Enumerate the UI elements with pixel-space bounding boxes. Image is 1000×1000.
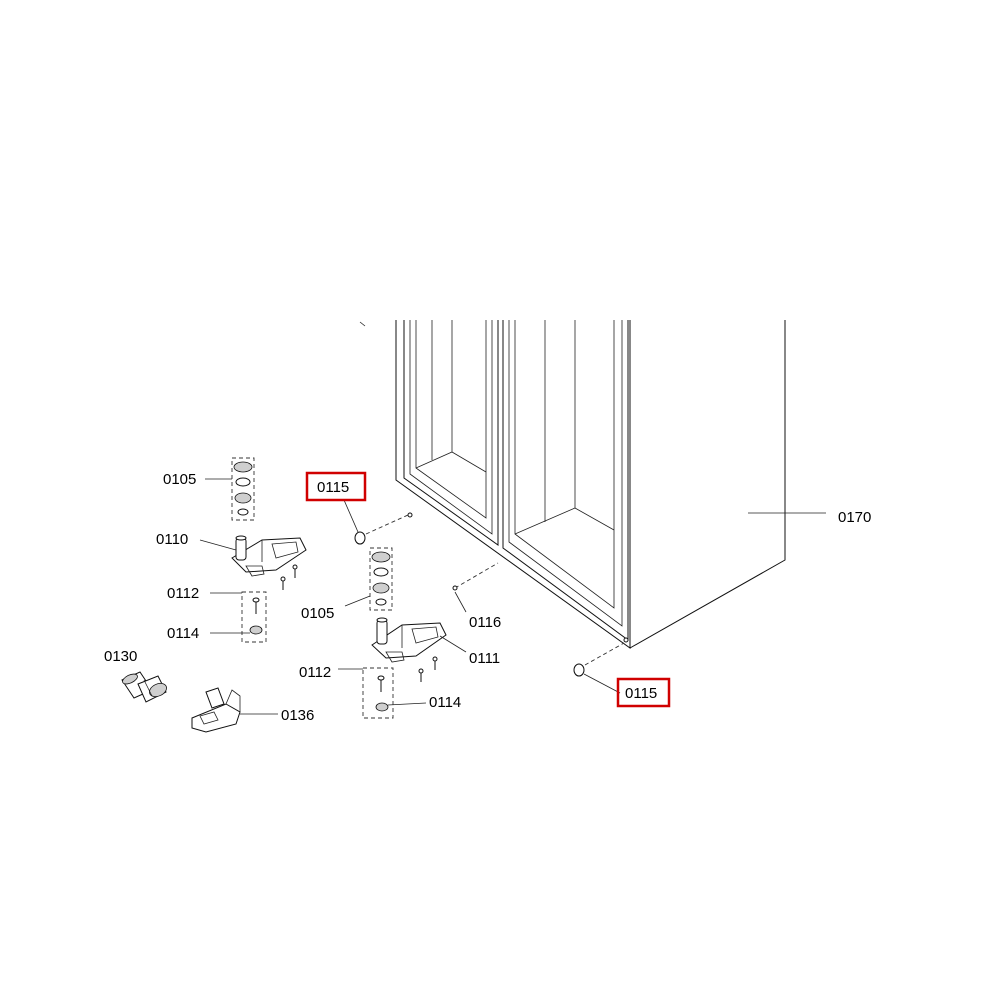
label-0110: 0110 (156, 531, 188, 548)
label-0105-middle: 0105 (301, 605, 334, 622)
label-0136: 0136 (281, 707, 314, 724)
label-0115-right: 0115 (625, 685, 657, 702)
label-0114-middle: 0114 (429, 694, 461, 711)
highlight-box-0115-left (305, 471, 367, 502)
label-0115-left: 0115 (317, 479, 349, 496)
middle-hinge-assembly (338, 547, 467, 719)
label-0116: 0116 (469, 614, 501, 631)
bracket-0136 (191, 687, 278, 733)
cap-0115-right (573, 642, 625, 694)
label-0112-middle: 0112 (299, 664, 331, 681)
left-hinge-assembly (199, 457, 307, 643)
coupling-0130 (121, 671, 167, 703)
label-0105-left: 0105 (163, 471, 196, 488)
refrigerator-cabinet (359, 320, 826, 649)
cap-0115-left (343, 499, 409, 545)
label-0112-left: 0112 (167, 585, 199, 602)
label-0130: 0130 (104, 648, 137, 665)
label-0114-left: 0114 (167, 625, 199, 642)
label-0111: 0111 (469, 650, 500, 667)
label-0170: 0170 (838, 509, 871, 526)
part-0116 (452, 562, 499, 613)
highlight-box-0115-right (616, 677, 671, 708)
